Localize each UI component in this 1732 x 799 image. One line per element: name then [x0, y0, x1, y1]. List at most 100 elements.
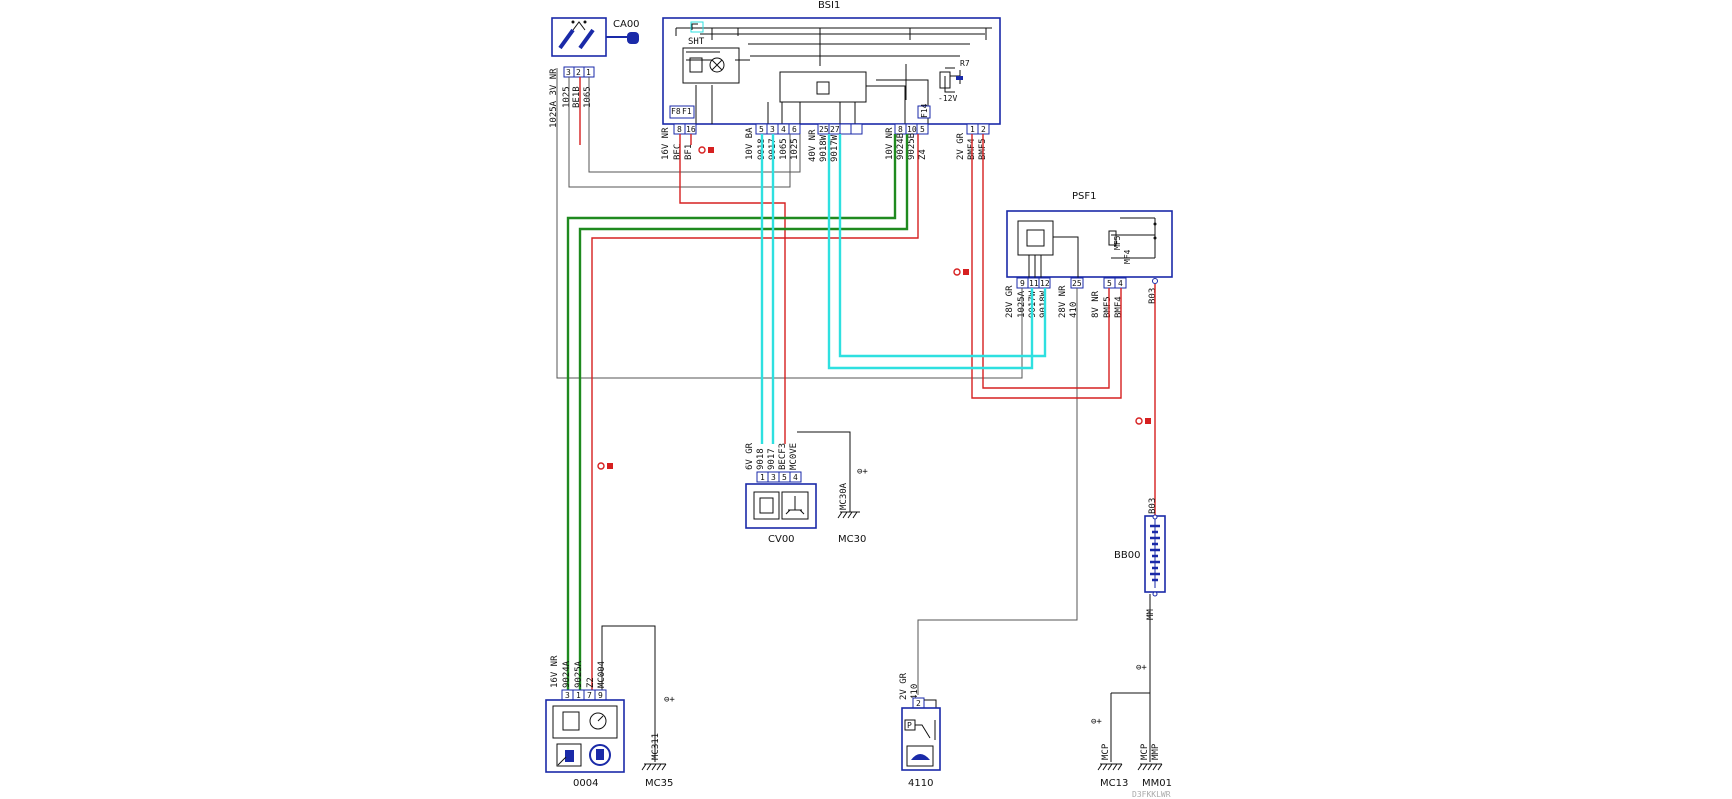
pin-label: 8 [898, 125, 903, 134]
psf1-node [1153, 222, 1157, 226]
wire-label: 1065 [583, 86, 593, 108]
psf1-connector-28v-gr[interactable]: 9 11 12 28V GR 1025A 9017W 9018W [1005, 277, 1051, 318]
component-bb00[interactable]: B03 BB00 MM ⊖+ [1114, 498, 1166, 673]
psf1-chip [1026, 229, 1045, 247]
cv00-chip [759, 497, 774, 514]
component-ca00[interactable]: CA00 3 2 1 1025A 3V NR 1025 BE1B 1065 [549, 17, 640, 128]
cv00-frame [745, 483, 817, 529]
mc30-title: MC30 [838, 534, 866, 545]
pin-label: 3 [771, 473, 776, 482]
ground-symbol [641, 763, 667, 771]
pin-label: 1 [970, 125, 975, 134]
psf1-output-b03[interactable]: B03 [1148, 278, 1158, 305]
pin-label: 4 [781, 125, 786, 134]
wire-label: 410 [910, 684, 920, 700]
component-4110[interactable]: 2V GR 410 2 P 4110 [899, 672, 941, 789]
ca00-frame [551, 17, 607, 57]
wire-bec [679, 134, 786, 444]
wire-9024 [566, 134, 897, 690]
wire-label: BEC [673, 144, 683, 160]
wire-label: Z4 [918, 149, 928, 160]
wire-label: MCP [1140, 743, 1150, 760]
mm01-title: MM01 [1142, 778, 1172, 789]
bsi1-connector-10v-nr[interactable]: F14 8 10 5 10V NR 9024B 9025B Z4 [885, 103, 931, 160]
bsi1-connector-40v[interactable]: 25 27 40V NR 9018W 9017W [808, 123, 863, 162]
bsi1-connector-f8[interactable]: F8 F1 8 16 16V NR BEC BF1 [661, 105, 697, 160]
bsi1-outputs [695, 64, 929, 124]
wire-mc0ve [797, 431, 851, 512]
pin-label: 3 [566, 68, 571, 77]
bsi1-relay-lamp [709, 57, 725, 73]
wire-bmf5 [982, 134, 1110, 389]
wire-label: 410 [1069, 302, 1079, 318]
wire-410 [917, 288, 1078, 695]
wires-cyan [760, 134, 1047, 444]
bsi1-ecu-block [779, 71, 867, 103]
ca00-switch-dot [571, 20, 575, 24]
psf1-node [1153, 236, 1157, 240]
connector-label: 8V NR [1091, 290, 1101, 318]
bsi1-sht-mark [690, 21, 704, 33]
bsi1-sht-label: SHT [688, 37, 705, 47]
psf1-connector-28v-nr[interactable]: 25 28V NR 410 [1058, 277, 1084, 318]
pin-label: 3 [565, 691, 570, 700]
wire-label: MC0VE [789, 443, 799, 470]
pin-label: 1 [576, 691, 581, 700]
ground-plus-symbol: ⊖+ [1136, 663, 1147, 673]
pin-label: 6 [792, 125, 797, 134]
bsi1-relay-coil [689, 57, 703, 73]
bsi1-minus-label: -12V [938, 94, 957, 103]
pin-label: 1 [586, 68, 591, 77]
wires-green [566, 134, 909, 690]
ca00-switch-dot [583, 20, 587, 24]
wire-9018w [827, 134, 1034, 370]
wire-1025a [556, 68, 1023, 379]
c0004-chip [562, 711, 580, 731]
bsi1-ecu-chip [816, 81, 830, 95]
wire-label: B03 [1148, 498, 1158, 514]
component-psf1[interactable]: PSF1 MF5 MF4 [1006, 191, 1173, 284]
bsi1-title: BSI1 [818, 0, 840, 11]
pin-label: 16 [686, 125, 696, 134]
c4110-oil-box [906, 745, 934, 767]
pin-label: 2 [981, 125, 986, 134]
wire-label: 9018 [756, 448, 766, 470]
component-0004[interactable]: 16V NR 9024A 9025A Z2 MC004 3 1 7 9 0004 [545, 655, 625, 789]
psf1-b03-terminal [1152, 278, 1158, 284]
component-cv00[interactable]: 1 3 5 4 6V GR 9018 9017 BECF3 MC0VE CV00 [745, 442, 817, 545]
wire-label: B03 [1148, 288, 1158, 304]
bsi1-r7-label: R7 [960, 59, 970, 68]
connector-label: 16V NR [550, 655, 560, 688]
component-bsi1[interactable]: BSI1 SHT R7 -12V [662, 0, 1001, 125]
wire-label: BF1 [684, 144, 694, 160]
c0004-display [552, 705, 618, 739]
pin-label: 5 [782, 473, 787, 482]
pin-label: 1 [760, 473, 765, 482]
fuse-f8-label: F8 [671, 107, 681, 116]
wire-label: BE1B [572, 86, 582, 108]
fault-marker [698, 146, 714, 154]
pin-label: 9 [1020, 279, 1025, 288]
bsi1-r7-circuit [944, 67, 961, 93]
connector-label: 2V GR [899, 672, 909, 700]
wire-9025 [578, 134, 909, 690]
cv00-switch-box [781, 491, 809, 520]
watermark: D3FKKLWR [1132, 790, 1171, 799]
wire-1065 [588, 77, 801, 173]
wire-label: 9017W [830, 134, 840, 162]
pin-label: 5 [920, 125, 925, 134]
fault-marker [953, 268, 969, 276]
wire-label: 9024A [562, 660, 572, 688]
cv00-module [753, 491, 780, 520]
bsi1-relay-lamp-x [711, 59, 723, 71]
pin-label: 2 [916, 699, 921, 708]
pin-box [916, 123, 929, 135]
wire-label: MC004 [597, 661, 607, 688]
battery-terminal-bottom [1152, 591, 1158, 597]
bsi1-internal-lines [686, 33, 985, 61]
ca00-switch-contacts [558, 28, 595, 50]
pin-label: 12 [1040, 279, 1050, 288]
wire-bf1-stub [690, 134, 692, 145]
pin-label: 5 [1107, 279, 1112, 288]
